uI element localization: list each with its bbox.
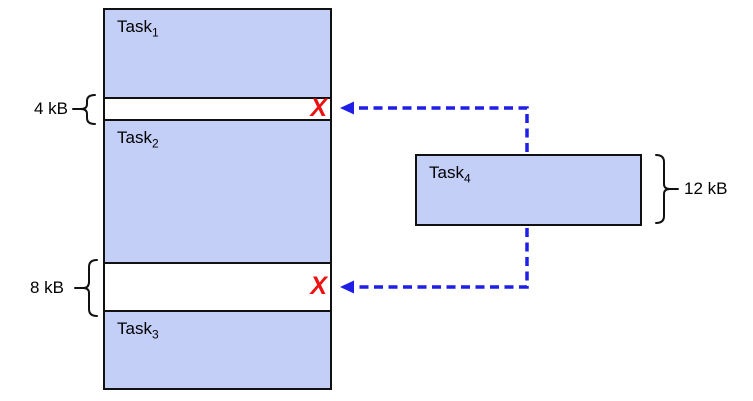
gap-size-label-8kb: 8 kB <box>29 278 64 297</box>
task3-label-text: Task <box>117 319 152 338</box>
task2-label-text: Task <box>117 128 152 147</box>
memory-segment-task2: Task2 <box>105 121 330 262</box>
task2-label-subscript: 2 <box>151 136 159 151</box>
pending-task-box: Task4 <box>415 154 642 226</box>
dashed-arrow-to-4kb-gap-icon <box>340 101 529 152</box>
task1-label-text: Task <box>117 17 152 36</box>
brace-8kb-icon <box>74 259 98 317</box>
brace-4kb-icon <box>72 94 96 125</box>
reject-x-icon: X <box>310 93 327 122</box>
task4-label-text: Task <box>429 163 464 182</box>
brace-12kb-icon <box>655 154 679 224</box>
task1-label-subscript: 1 <box>151 25 159 40</box>
task4-label-subscript: 4 <box>463 171 471 186</box>
memory-gap-4kb: X <box>105 93 330 122</box>
dashed-arrow-to-8kb-gap-icon <box>340 228 529 294</box>
task-size-label-12kb: 12 kB <box>684 179 728 198</box>
memory-segment-task1: Task1 <box>105 10 330 97</box>
task2-label: Task2 <box>117 128 159 151</box>
memory-column: Task1 X Task2 X Task3 <box>103 8 332 390</box>
reject-x-icon: X <box>310 271 327 300</box>
task4-label: Task4 <box>429 163 471 186</box>
memory-gap-8kb: X <box>105 262 330 312</box>
task3-label: Task3 <box>117 319 159 342</box>
task1-label: Task1 <box>117 17 159 40</box>
memory-segment-task3: Task3 <box>105 312 330 388</box>
gap-size-label-4kb: 4 kB <box>33 99 68 118</box>
task3-label-subscript: 3 <box>151 327 159 342</box>
